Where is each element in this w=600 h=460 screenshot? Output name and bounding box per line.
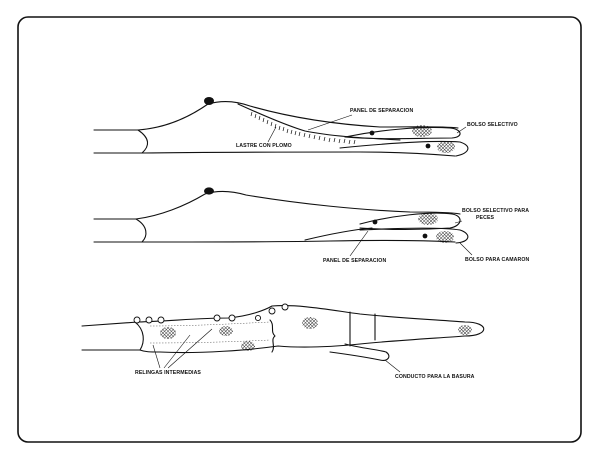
diagram-2-separation-panel (304, 227, 373, 241)
diagram-1-panel-label: PANEL DE SEPARACION (350, 108, 413, 114)
diagram-3-float (268, 307, 276, 315)
diagram-3-rope-leader (167, 328, 213, 369)
diagram-2-selective-bag-fish-leader (454, 220, 463, 224)
diagram-3-trash-duct-leader (384, 359, 401, 373)
diagram-1-selective-bag (344, 126, 461, 140)
diagram-1-net-upper-outline (93, 101, 459, 131)
diagram-2-selective-bag-fish-label-line2: PECES (476, 215, 495, 221)
diagram-3-float (213, 314, 221, 322)
diagram-3-intermediate-ropes-label: RELINGAS INTERMEDIAS (135, 370, 201, 376)
diagram-1-wing-curve (137, 129, 149, 154)
diagram-3-catch-mesh (458, 325, 472, 335)
diagram-1: PANEL DE SEPARACION BOLSO SELECTIVO LAST… (93, 97, 518, 157)
figure-frame (17, 16, 582, 443)
diagram-1-fish (425, 143, 431, 149)
diagram-2-float (204, 187, 214, 195)
diagram-3-catch-mesh (160, 327, 176, 339)
diagram-3-wing-curve (134, 321, 144, 351)
diagram-2-shrimp-bag (359, 227, 469, 244)
diagram-1-catch-mesh (437, 141, 455, 153)
diagram-2-shrimp-bag-leader (459, 242, 473, 256)
diagram-1-panel-leader (307, 114, 353, 131)
diagram-1-separation-panel (237, 103, 401, 141)
diagram-1-float (204, 97, 214, 105)
diagram-1-net-lower-outline (93, 151, 456, 157)
diagram-3-float (254, 314, 262, 322)
diagram-3-rope-leader (152, 344, 161, 369)
diagram-1-weight-leader (267, 126, 277, 143)
diagram-3-section-box (349, 311, 376, 347)
diagram-3-float (281, 303, 289, 311)
diagram-1-lower-bag (339, 140, 469, 157)
diagram-3-float (228, 314, 236, 322)
diagram-3-catch-mesh (241, 341, 255, 351)
diagram-2-selective-bag-fish (359, 212, 461, 231)
diagram-1-fish (369, 130, 375, 136)
diagram-3: RELINGAS INTERMEDIAS CONDUCTO PARA LA BA… (81, 303, 485, 380)
diagram-2-wing-curve (135, 218, 147, 243)
diagram-2-selective-bag-fish-label: BOLSO SELECTIVO PARA (462, 208, 529, 214)
diagram-2-catch-mesh (418, 213, 438, 225)
diagram-2-shrimp-bag-label: BOLSO PARA CAMARON (465, 257, 529, 263)
diagram-3-catch-mesh (302, 317, 318, 329)
diagram-2-catch-mesh (436, 231, 454, 243)
diagram-3-intermediate-rope (149, 339, 271, 344)
diagram-2-net-upper-outline (93, 190, 461, 220)
diagram-1-catch-mesh (412, 125, 432, 137)
diagram-3-trash-duct (329, 343, 390, 361)
diagram-3-catch-mesh (219, 326, 233, 336)
diagram-2: BOLSO SELECTIVO PARA PECES PANEL DE SEPA… (93, 187, 529, 264)
diagram-1-selective-bag-leader (456, 126, 467, 134)
diagram-3-intermediate-rope (149, 321, 271, 327)
diagram-1-weight-label: LASTRE CON PLOMO (236, 143, 292, 149)
diagram-2-net-lower-outline (93, 239, 456, 243)
diagram-3-float (157, 316, 165, 324)
diagram-2-panel-leader (349, 230, 369, 257)
diagram-3-float (133, 316, 141, 324)
diagram-1-lead-ballast (250, 111, 356, 145)
diagram-2-fish (372, 219, 378, 225)
diagram-3-rope-leader (163, 334, 191, 369)
diagram-3-float (145, 316, 153, 324)
diagram-3-trash-duct-label: CONDUCTO PARA LA BASURA (395, 374, 475, 380)
diagram-3-net-outline (81, 305, 485, 354)
diagram-1-selective-bag-label: BOLSO SELECTIVO (467, 122, 518, 128)
diagram-3-codend-boundary (269, 319, 276, 353)
diagram-2-fish (422, 233, 428, 239)
diagram-2-panel-label: PANEL DE SEPARACION (323, 258, 386, 264)
